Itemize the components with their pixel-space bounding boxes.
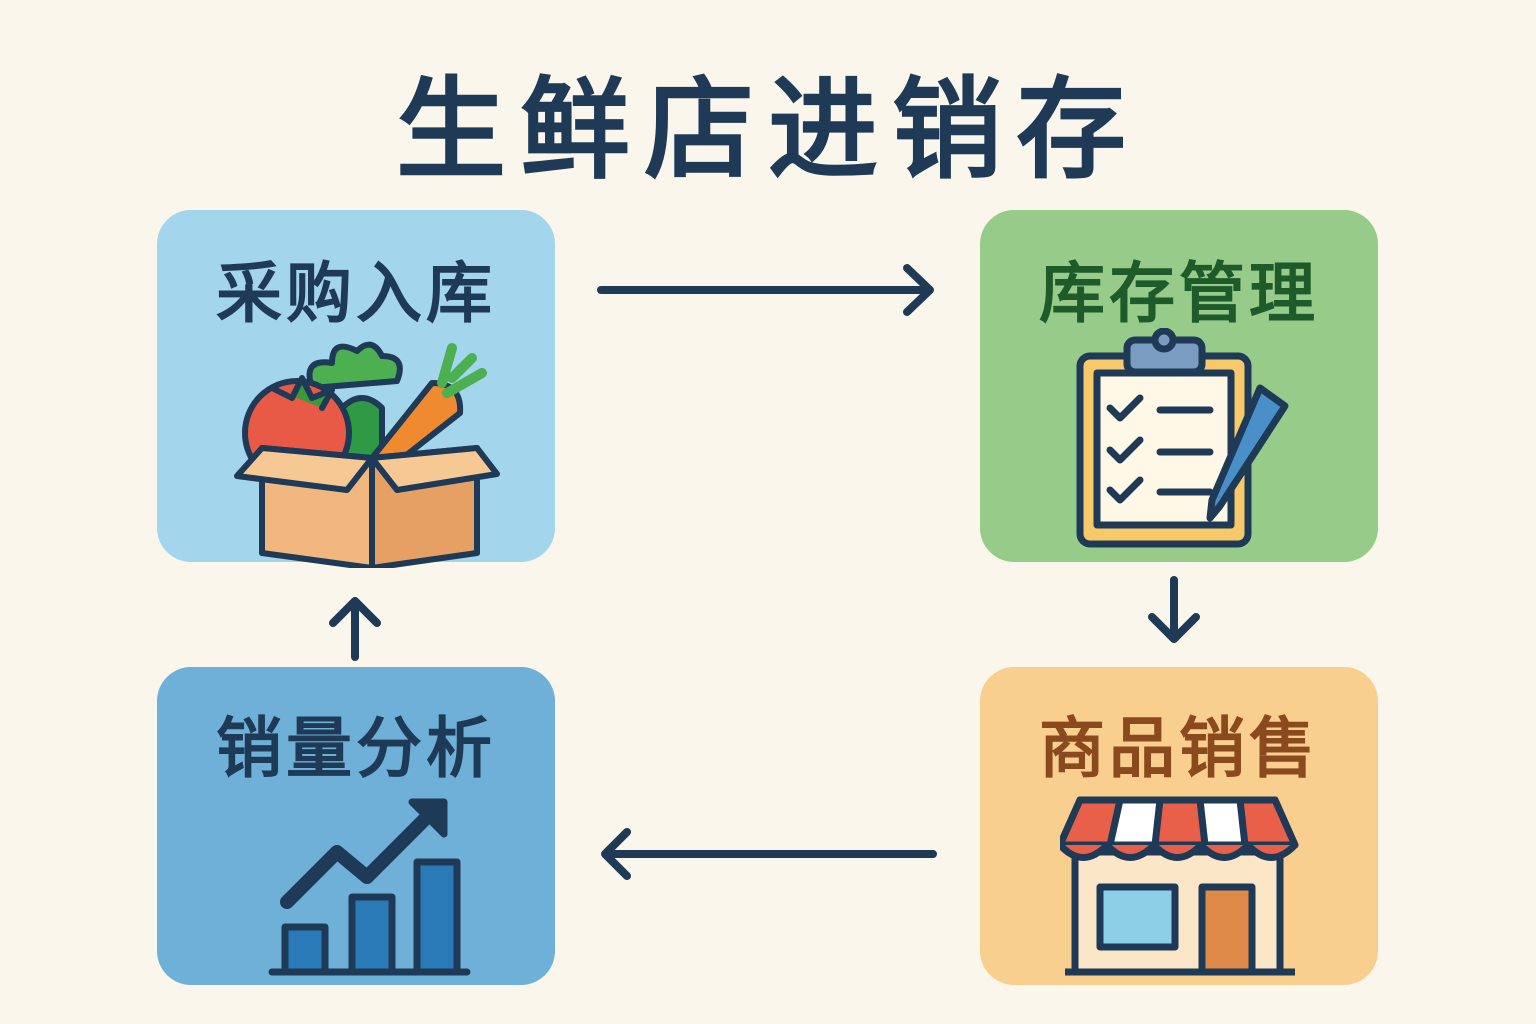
arrow-up <box>329 597 381 661</box>
clipboard-checklist-icon <box>1076 328 1289 548</box>
growth-chart-icon <box>268 798 471 976</box>
step-label: 采购入库 <box>216 255 496 332</box>
step-product-sales: 商品销售 <box>980 667 1378 985</box>
vegetable-box-icon <box>234 341 500 568</box>
arrow-down <box>1148 576 1200 643</box>
storefront-icon <box>1060 796 1299 976</box>
step-purchase-inbound: 采购入库 <box>157 210 555 568</box>
step-label: 销量分析 <box>216 710 496 787</box>
arrow-right <box>597 264 934 316</box>
step-inventory-management: 库存管理 <box>980 210 1378 562</box>
step-label: 商品销售 <box>1039 710 1319 787</box>
diagram-title: 生鲜店进销存 <box>396 66 1140 194</box>
arrow-left <box>601 828 937 880</box>
step-sales-analysis: 销量分析 <box>157 667 555 985</box>
step-label: 库存管理 <box>1039 255 1319 332</box>
